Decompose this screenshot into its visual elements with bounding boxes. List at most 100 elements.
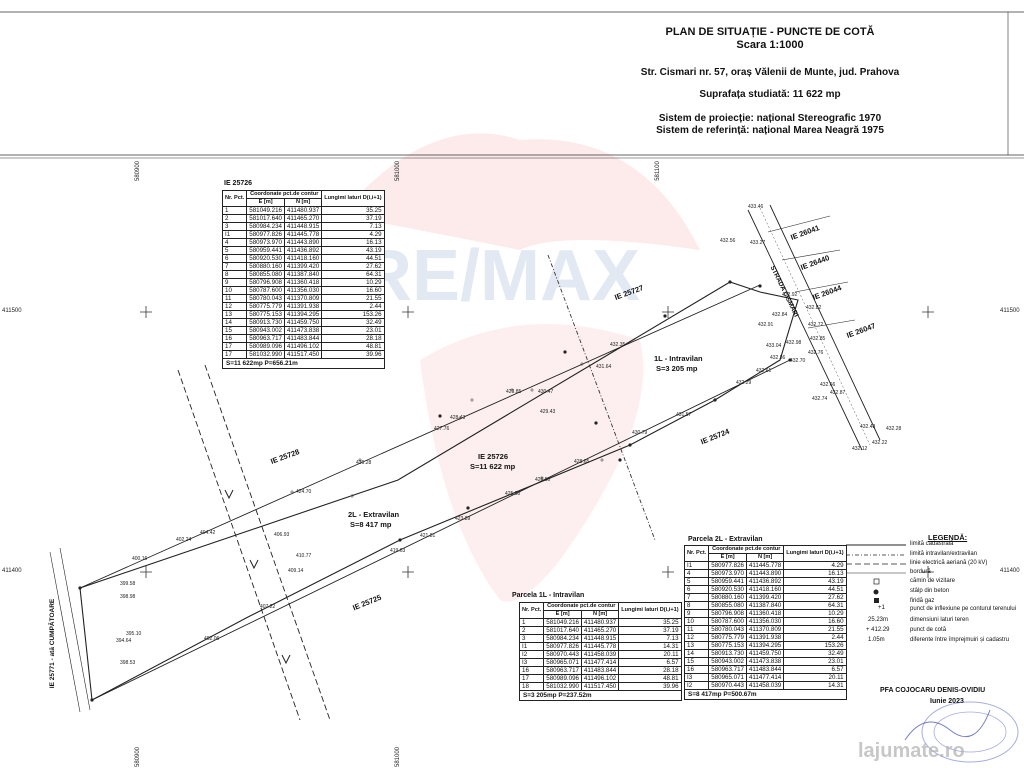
table-cell: 580970.443 bbox=[708, 681, 747, 690]
elevation-label: 432.66 bbox=[820, 382, 836, 388]
table-cell: 12 bbox=[221, 302, 248, 311]
table-cell: 16.13 bbox=[783, 569, 847, 578]
table-cell: 580780.043 bbox=[708, 625, 747, 634]
table-cell: 16 bbox=[518, 666, 545, 675]
table-cell: 4 bbox=[683, 569, 710, 578]
table-cell: 580775.779 bbox=[708, 633, 747, 642]
col-header-nr: Nr. Pct. bbox=[221, 190, 248, 207]
table-cell: 13 bbox=[221, 310, 248, 319]
table-cell: 2 bbox=[221, 214, 248, 223]
table-cell: 4 bbox=[221, 238, 248, 247]
table-cell: 15 bbox=[221, 326, 248, 335]
grid-label-x2-bottom: 581000 bbox=[395, 746, 402, 768]
table-cell: 580965.071 bbox=[543, 658, 582, 667]
table-cell: 48.81 bbox=[618, 674, 682, 683]
table-cell: 580963.717 bbox=[246, 334, 285, 343]
table-cell: 580880.160 bbox=[708, 593, 747, 602]
elevation-label: 433.27 bbox=[750, 240, 766, 246]
legend-item-curb: bordură bbox=[910, 569, 931, 575]
table-cell: 37.19 bbox=[618, 626, 682, 635]
table-cell: I3 bbox=[518, 658, 545, 667]
plan-surface: Suprafața studiată: 11 622 mp bbox=[699, 89, 841, 100]
boundary-south bbox=[91, 359, 791, 701]
table-cell: 581032.990 bbox=[246, 350, 285, 359]
table-cell: 411360.418 bbox=[745, 609, 785, 618]
table-cell: 411477.414 bbox=[745, 673, 785, 682]
table-cell: 2.44 bbox=[321, 302, 385, 311]
legend-item-gas: firidă gaz bbox=[910, 598, 935, 604]
table-cell: 411448.915 bbox=[580, 634, 620, 643]
plan-title: PLAN DE SITUAȚIE - PUNCTE DE COTĂ bbox=[665, 26, 875, 38]
legend-item-cote: punct de cotă bbox=[910, 627, 947, 633]
label-parcel-1l: 1L - Intravilan bbox=[654, 354, 703, 363]
table-cell: 17 bbox=[221, 342, 248, 351]
table-cell: 12 bbox=[683, 633, 710, 642]
legend-symbol-diff: 1.05m bbox=[868, 637, 885, 643]
grid-label-x2: 581000 bbox=[395, 160, 402, 182]
col-header-n: N [m] bbox=[283, 198, 323, 207]
table-cell: 153.26 bbox=[783, 641, 847, 650]
table-cell: 6 bbox=[221, 254, 248, 263]
table-cell: 580775.779 bbox=[246, 302, 285, 311]
table-cell: 580989.096 bbox=[246, 342, 285, 351]
legend-item-dimensions: dimensiuni laturi teren bbox=[910, 617, 969, 623]
legend-item-pole: stâlp din beton bbox=[910, 588, 950, 594]
legend-item-intravilan: limită intravilan/extravilan bbox=[910, 551, 978, 557]
table-cell: 16.13 bbox=[321, 238, 385, 247]
table-cell: 411391.938 bbox=[283, 302, 323, 311]
table-cell: 411483.844 bbox=[745, 665, 785, 674]
grid-label-y2: 411400 bbox=[2, 568, 22, 574]
elevation-label: 433.46 bbox=[748, 204, 764, 210]
legend-symbol-inflexion: +1 bbox=[878, 605, 885, 611]
elevation-label: 432.61 bbox=[756, 368, 772, 374]
stamp bbox=[904, 701, 1019, 763]
elevation-label: 426.50 bbox=[535, 477, 551, 483]
table-cell: 23.01 bbox=[321, 326, 385, 335]
elevation-label: 432.86 bbox=[770, 355, 786, 361]
table-cell: 411387.840 bbox=[283, 270, 323, 279]
elevation-label: 432.72 bbox=[808, 322, 824, 328]
table-cell: 8 bbox=[683, 601, 710, 610]
street-edge-west bbox=[747, 209, 863, 451]
table-cell: I1 bbox=[683, 561, 710, 570]
table-cell: 580775.153 bbox=[708, 641, 747, 650]
table-cell: 3 bbox=[221, 222, 248, 231]
table-cell: 20.11 bbox=[783, 673, 847, 682]
table-cell: 14.31 bbox=[618, 642, 682, 651]
table-cell: 17 bbox=[221, 350, 248, 359]
table-cell: 411443.890 bbox=[745, 569, 785, 578]
elevation-label: 432.82 bbox=[806, 305, 822, 311]
table-cell: 21.55 bbox=[321, 294, 385, 303]
table-cell: 580943.002 bbox=[708, 657, 747, 666]
table-cell: 580959.441 bbox=[708, 577, 747, 586]
table-cell: 8 bbox=[221, 270, 248, 279]
col-header-coords: Coordonate pct.de contur bbox=[708, 545, 785, 554]
elevation-label: 394.64 bbox=[116, 638, 132, 644]
elevation-label: 421.81 bbox=[420, 533, 436, 539]
elevation-label: 432.91 bbox=[758, 322, 774, 328]
elevation-label: 432.48 bbox=[860, 424, 876, 430]
table-ie-footer: S=11 622mp P=656.21m bbox=[222, 359, 385, 369]
table-cell: 10 bbox=[221, 286, 248, 295]
table-cell: 580977.826 bbox=[543, 642, 582, 651]
table-cell: 411473.838 bbox=[283, 326, 323, 335]
table-cell: 64.31 bbox=[783, 601, 847, 610]
table-cell: 411394.295 bbox=[283, 310, 323, 319]
table-cell: 18 bbox=[518, 682, 545, 691]
table-cell: 580775.153 bbox=[246, 310, 285, 319]
table-cell: 5 bbox=[683, 577, 710, 586]
table-cell: 580920.530 bbox=[246, 254, 285, 263]
